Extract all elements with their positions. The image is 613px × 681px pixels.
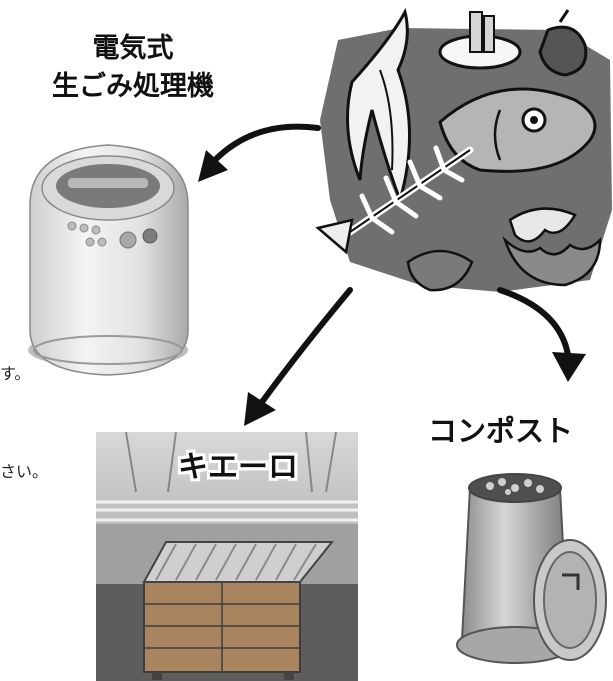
food-scraps-illustration (315, 7, 612, 292)
kieero-photo (96, 432, 358, 681)
arrow-to-processor (212, 123, 321, 163)
arrow-heads (198, 150, 586, 426)
kieero-label: キエーロ (178, 450, 298, 485)
electric-garbage-processor-image (28, 144, 189, 376)
compost-bin-image (456, 473, 607, 664)
arrows (212, 123, 571, 405)
arrow-to-kieero (259, 287, 353, 405)
garbage-title-line2: 生ごみ処理機 (52, 71, 214, 102)
kieero-photo-art (96, 432, 358, 681)
compost-label: コンポスト (428, 414, 574, 448)
arrow-to-compost (497, 287, 571, 358)
text-fragment-1: す。 (0, 364, 31, 383)
text-fragment-2: さい。 (0, 462, 49, 481)
electric-garbage-processor-label: 電気式 生ごみ処理機 (28, 30, 238, 106)
garbage-title-line1: 電気式 (92, 33, 174, 64)
